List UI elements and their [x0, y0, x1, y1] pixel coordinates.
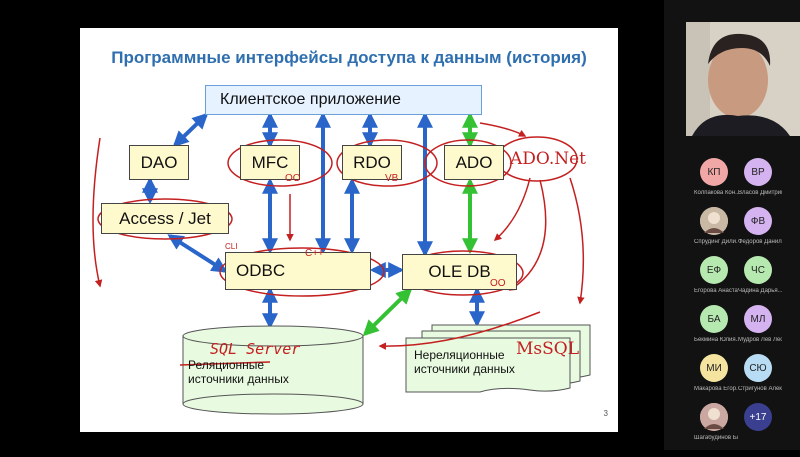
- participant-avatar: КП: [700, 158, 728, 186]
- vb-rdo-annotation: VB: [385, 173, 399, 184]
- relational-cylinder: [182, 325, 364, 415]
- participant-avatar: МЛ: [744, 305, 772, 333]
- mfc-label: MFC: [251, 152, 289, 172]
- participant-avatar: ВР: [744, 158, 772, 186]
- participant-name: Мудров Лев Лео...: [738, 337, 782, 343]
- arrow-jet-odbc: [167, 234, 228, 273]
- cplus-annotation: C++: [305, 248, 324, 259]
- client-app-box: Клиентское приложение: [205, 85, 482, 115]
- participant-tile[interactable]: МЛ Мудров Лев Лео...: [738, 305, 782, 359]
- presenter-photo-icon: [686, 22, 800, 136]
- participant-tile[interactable]: +17: [738, 403, 782, 457]
- odbc-label: ODBC: [236, 261, 286, 280]
- participant-name: Чадина Дарья...: [738, 288, 782, 294]
- relational-sources-label: Реляционные источники данных: [188, 358, 289, 386]
- client-app-label: Клиентское приложение: [220, 91, 401, 108]
- dao-box: DAO: [129, 145, 189, 180]
- participant-tile[interactable]: ЕФ Егорова Анастас...: [694, 256, 738, 310]
- participant-name: Егорова Анастас...: [694, 288, 738, 294]
- participant-tile[interactable]: СЮ Стригунов Алекс...: [738, 354, 782, 408]
- arrow-client-dao: [172, 112, 209, 148]
- participant-name: Стригунов Алекс...: [738, 386, 782, 392]
- participant-avatar: ЕФ: [700, 256, 728, 284]
- blue-arrows: [142, 111, 485, 330]
- odbc-box: ODBC: [225, 252, 371, 290]
- participant-tile[interactable]: Шагабудинов Бл...: [694, 403, 738, 457]
- oledb-box: OLE DB: [402, 254, 517, 290]
- participant-tile[interactable]: Спрудинг Дили...: [694, 207, 738, 261]
- participant-avatar: ЧС: [744, 256, 772, 284]
- rdo-box: RDO: [342, 145, 402, 180]
- participant-avatar: ФВ: [744, 207, 772, 235]
- diagram-connectors: [92, 111, 591, 415]
- participant-name: Бекмина Юлия...: [694, 337, 738, 343]
- participant-name: Спрудинг Дили...: [694, 239, 738, 245]
- mssql-annotation: MsSQL: [516, 339, 580, 359]
- sql-server-annotation: SQL Server: [210, 340, 301, 358]
- participant-avatar: БА: [700, 305, 728, 333]
- arrow-oledb-relational: [362, 287, 413, 337]
- participant-tile[interactable]: ЧС Чадина Дарья...: [738, 256, 782, 310]
- rdo-label: RDO: [353, 152, 391, 172]
- presentation-slide: Программные интерфейсы доступа к данным …: [80, 28, 618, 432]
- participant-name: Макарова Егор...: [694, 386, 738, 392]
- slide-page-number: 3: [603, 409, 608, 418]
- ado-label: ADO: [455, 152, 493, 172]
- avatar-photo-icon: [700, 403, 728, 431]
- participant-name: Федоров Данила...: [738, 239, 782, 245]
- ado-net-annotation: ADO.Net: [510, 149, 587, 169]
- oo-oledb-annotation: OO: [490, 278, 506, 289]
- oo-mfc-annotation: OO: [285, 173, 301, 184]
- participant-tile[interactable]: ФВ Федоров Данила...: [738, 207, 782, 261]
- ado-box: ADO: [444, 145, 504, 180]
- mfc-box: MFC: [240, 145, 300, 180]
- cli-annotation: CLI: [225, 242, 238, 251]
- red-ink-annotations: [92, 122, 585, 366]
- participant-tile[interactable]: КП Колпакова Кон...: [694, 158, 738, 212]
- participant-name: Шагабудинов Бл...: [694, 435, 738, 441]
- participant-tile[interactable]: БА Бекмина Юлия...: [694, 305, 738, 359]
- nonrelational-sources-label: Нереляционные источники данных: [414, 348, 515, 376]
- participant-avatar: МИ: [700, 354, 728, 382]
- participant-tile[interactable]: ВР Власов Дмитрий...: [738, 158, 782, 212]
- participant-name: Власов Дмитрий...: [738, 190, 782, 196]
- access-jet-label: Access / Jet: [119, 208, 211, 228]
- more-participants-badge: +17: [744, 403, 772, 431]
- slide-title: Программные интерфейсы доступа к данным …: [111, 48, 587, 67]
- participant-tile[interactable]: МИ Макарова Егор...: [694, 354, 738, 408]
- access-jet-box: Access / Jet: [101, 203, 229, 234]
- dao-label: DAO: [140, 152, 178, 172]
- participant-name: Колпакова Кон...: [694, 190, 738, 196]
- participant-avatar: СЮ: [744, 354, 772, 382]
- nonrelational-stack: [405, 324, 591, 393]
- oledb-label: OLE DB: [428, 262, 491, 281]
- presenter-video[interactable]: [686, 22, 800, 136]
- avatar-photo-icon: [700, 207, 728, 235]
